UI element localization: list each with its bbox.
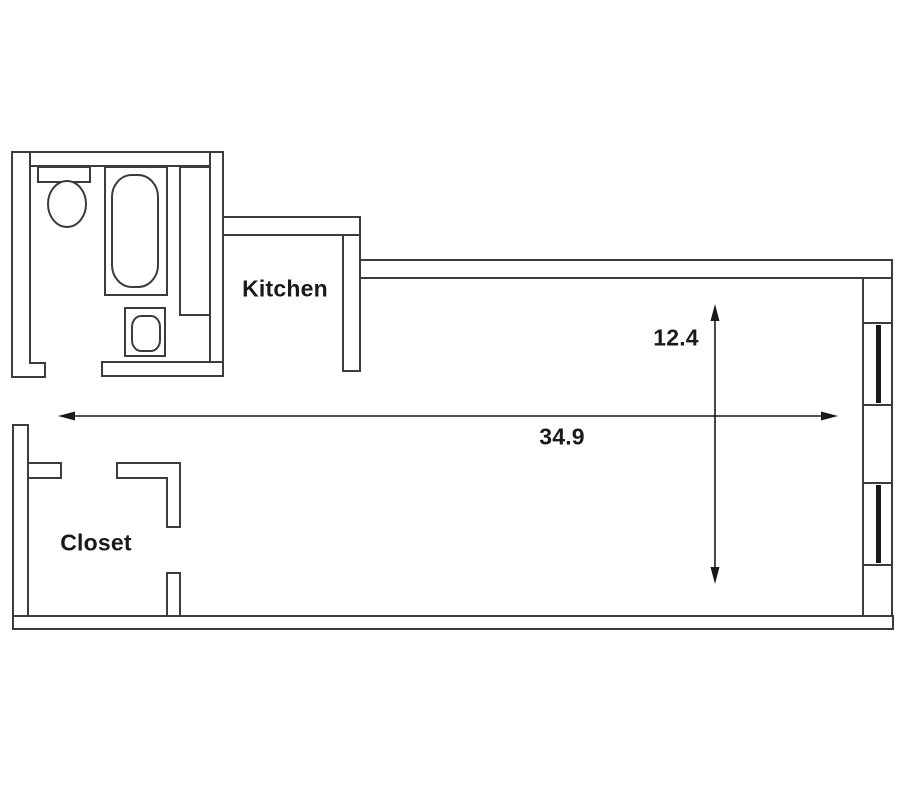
- arrow-up-icon: [710, 304, 720, 321]
- dimension-arrows-group: [58, 304, 838, 584]
- bathroom-left-wall: [11, 151, 46, 378]
- toilet-tank: [37, 166, 91, 183]
- closet-door-stub-lower: [166, 572, 181, 617]
- right-wall-between-windows: [862, 404, 893, 484]
- arrow-left-icon: [58, 411, 75, 421]
- vanity-cabinet: [179, 166, 211, 316]
- closet-left-wall: [12, 424, 29, 617]
- bathtub-basin: [111, 174, 159, 288]
- closet-label: Closet: [60, 529, 132, 556]
- bathroom-top-wall: [11, 151, 224, 167]
- kitchen-label: Kitchen: [242, 275, 328, 302]
- arrow-down-icon: [710, 567, 720, 584]
- windows-group: [876, 325, 881, 563]
- sink-basin: [131, 315, 161, 352]
- bathroom-fixtures-group: [37, 166, 211, 357]
- walls-group: [11, 151, 894, 630]
- closet-corner-wall: [116, 462, 181, 528]
- bathroom-right-wall: [209, 151, 224, 377]
- toilet-bowl: [47, 180, 87, 228]
- right-wall-lower: [862, 564, 893, 617]
- right-wall-upper: [862, 277, 893, 324]
- horizontal-dimension-value: 34.9: [539, 423, 585, 450]
- vertical-dimension-value: 12.4: [653, 324, 699, 351]
- kitchen-partition-wall: [342, 234, 361, 372]
- bathroom-bottom-wall: [101, 361, 224, 377]
- window-2-glass-bar: [876, 485, 881, 563]
- bottom-wall: [12, 615, 894, 630]
- closet-door-stub-left: [27, 462, 62, 479]
- kitchen-top-wall: [222, 216, 361, 236]
- window-1-glass-bar: [876, 325, 881, 403]
- living-room-top-wall: [359, 259, 893, 279]
- arrow-right-icon: [821, 411, 838, 421]
